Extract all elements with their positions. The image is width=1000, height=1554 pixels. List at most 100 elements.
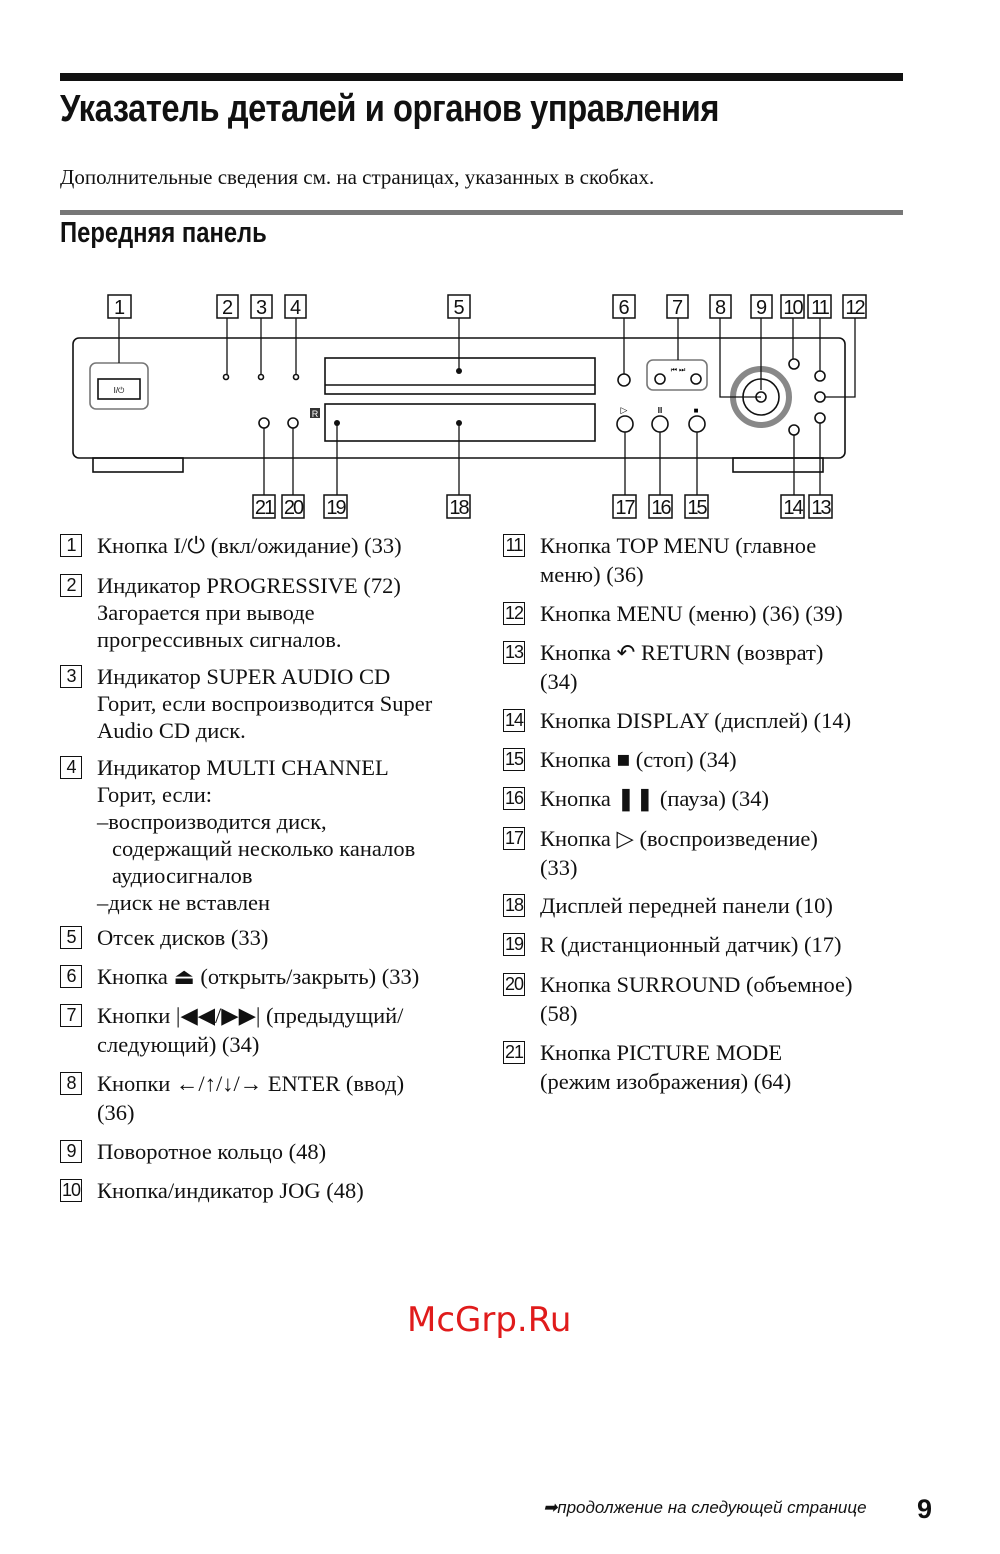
svg-text:6: 6: [618, 297, 629, 319]
callout-7: 7: [666, 294, 689, 319]
callout-14: 14: [780, 494, 805, 519]
item-text: Кнопки ←/↑/↓/→ ENTER (ввод): [97, 1071, 405, 1096]
item-number: 4: [60, 756, 82, 779]
callout-16: 16: [648, 494, 673, 519]
item-text: –воспроизводится диск,: [97, 809, 327, 834]
list-item: 5 Отсек дисков (33): [60, 924, 268, 951]
svg-text:1: 1: [114, 297, 125, 319]
item-number: 18: [503, 894, 525, 917]
svg-text:4: 4: [290, 297, 301, 319]
item-text: Кнопка I/⏻ (вкл/ожидание) (33): [97, 533, 402, 558]
eject-button: [617, 373, 631, 387]
callout-9: 9: [750, 294, 773, 319]
svg-text:16: 16: [651, 497, 671, 519]
list-item: 18 Дисплей передней панели (10): [503, 892, 833, 919]
svg-text:8: 8: [715, 297, 726, 319]
callout-21: 21: [252, 494, 277, 519]
item-number: 12: [503, 602, 525, 625]
callout-18: 18: [446, 494, 471, 519]
svg-text:11: 11: [811, 297, 830, 319]
svg-text:14: 14: [783, 497, 803, 519]
item-text: Горит, если воспроизводится Super: [97, 691, 433, 716]
item-text: Дисплей передней панели (10): [540, 893, 833, 918]
list-item: 19 R (дистанционный датчик) (17): [503, 931, 842, 958]
item-text: Индикатор PROGRESSIVE (72): [97, 573, 401, 598]
item-number: 1: [60, 534, 82, 557]
svg-text:13: 13: [811, 497, 831, 519]
item-text: (33): [540, 855, 578, 880]
list-item: 15 Кнопка ■ (стоп) (34): [503, 746, 737, 773]
callout-11: 11: [807, 294, 832, 319]
item-number: 5: [60, 926, 82, 949]
power-symbol: I/⏻: [114, 386, 125, 395]
right-foot: [732, 457, 824, 473]
svg-text:5: 5: [453, 297, 464, 319]
svg-text:7: 7: [672, 297, 683, 319]
top-rule: [60, 73, 903, 81]
item-number: 6: [60, 965, 82, 988]
list-item: 7 Кнопки |◀◀/▶▶| (предыдущий/следующий) (…: [60, 1002, 403, 1058]
list-item: 1 Кнопка I/⏻ (вкл/ожидание) (33): [60, 532, 402, 559]
disc-tray: [324, 357, 596, 395]
item-text: Кнопка ■ (стоп) (34): [540, 747, 737, 772]
item-text: Кнопки |◀◀/▶▶| (предыдущий/: [97, 1003, 404, 1028]
item-number: 7: [60, 1004, 82, 1027]
item-text: Кнопка ▷ (воспроизведение): [540, 826, 818, 851]
item-text: (34): [540, 669, 578, 694]
item-text: Отсек дисков (33): [97, 925, 269, 950]
callout-8: 8: [709, 294, 732, 319]
item-text: R (дистанционный датчик) (17): [540, 932, 842, 957]
callout-6: 6: [612, 294, 636, 319]
item-text: Индикатор MULTI CHANNEL: [97, 755, 389, 780]
item-text: следующий) (34): [97, 1032, 260, 1057]
callout-3: 3: [250, 294, 273, 319]
item-text: Горит, если:: [97, 782, 213, 807]
item-text: Кнопка/индикатор JOG (48): [97, 1178, 364, 1203]
intro-text: Дополнительные сведения см. на страницах…: [60, 165, 655, 189]
callout-13: 13: [808, 494, 833, 519]
item-number: 15: [503, 748, 525, 771]
jog-button: [788, 358, 800, 370]
item-number: 9: [60, 1140, 82, 1163]
item-number: 21: [503, 1041, 525, 1064]
item-text: (режим изображения) (64): [540, 1069, 792, 1094]
page-number: 9: [917, 1494, 933, 1524]
svg-text:12: 12: [845, 297, 865, 319]
item-text: содержащий несколько каналов: [112, 836, 416, 861]
item-number: 19: [503, 933, 525, 956]
callout-4: 4: [284, 294, 307, 319]
item-number: 11: [503, 534, 525, 557]
left-foot: [92, 457, 184, 473]
item-text: Кнопка ❚❚ (пауза) (34): [540, 786, 769, 811]
page-title: Указатель деталей и органов управления: [60, 88, 719, 130]
callout-15: 15: [684, 494, 709, 519]
front-panel-diagram: I/⏻ R ⏮ ⏭ ▷ II ■ 1 2 3 4 5 6 7 8 9 10 11…: [72, 294, 867, 519]
list-item: 9 Поворотное кольцо (48): [60, 1138, 326, 1165]
item-text: –диск не вставлен: [97, 890, 271, 915]
item-text: Поворотное кольцо (48): [97, 1139, 327, 1164]
remote-sensor-symbol: R: [312, 409, 319, 419]
callout-20: 20: [281, 494, 306, 519]
svg-text:21: 21: [255, 497, 275, 519]
item-text: аудиосигналов: [112, 863, 253, 888]
svg-text:17: 17: [615, 497, 635, 519]
prev-next-symbols: ⏮ ⏭: [671, 367, 686, 374]
item-text: (36): [97, 1100, 135, 1125]
item-number: 16: [503, 787, 525, 810]
callout-1: 1: [107, 294, 132, 319]
callout-19: 19: [323, 494, 348, 519]
item-text: Кнопка MENU (меню) (36) (39): [540, 601, 843, 626]
svg-text:19: 19: [326, 497, 346, 519]
front-display: [324, 403, 596, 442]
stop-symbol: ■: [694, 406, 699, 415]
item-text: Кнопка SURROUND (объемное): [540, 972, 853, 997]
continued-note: ➡продолжение на следующей странице: [543, 1498, 867, 1517]
